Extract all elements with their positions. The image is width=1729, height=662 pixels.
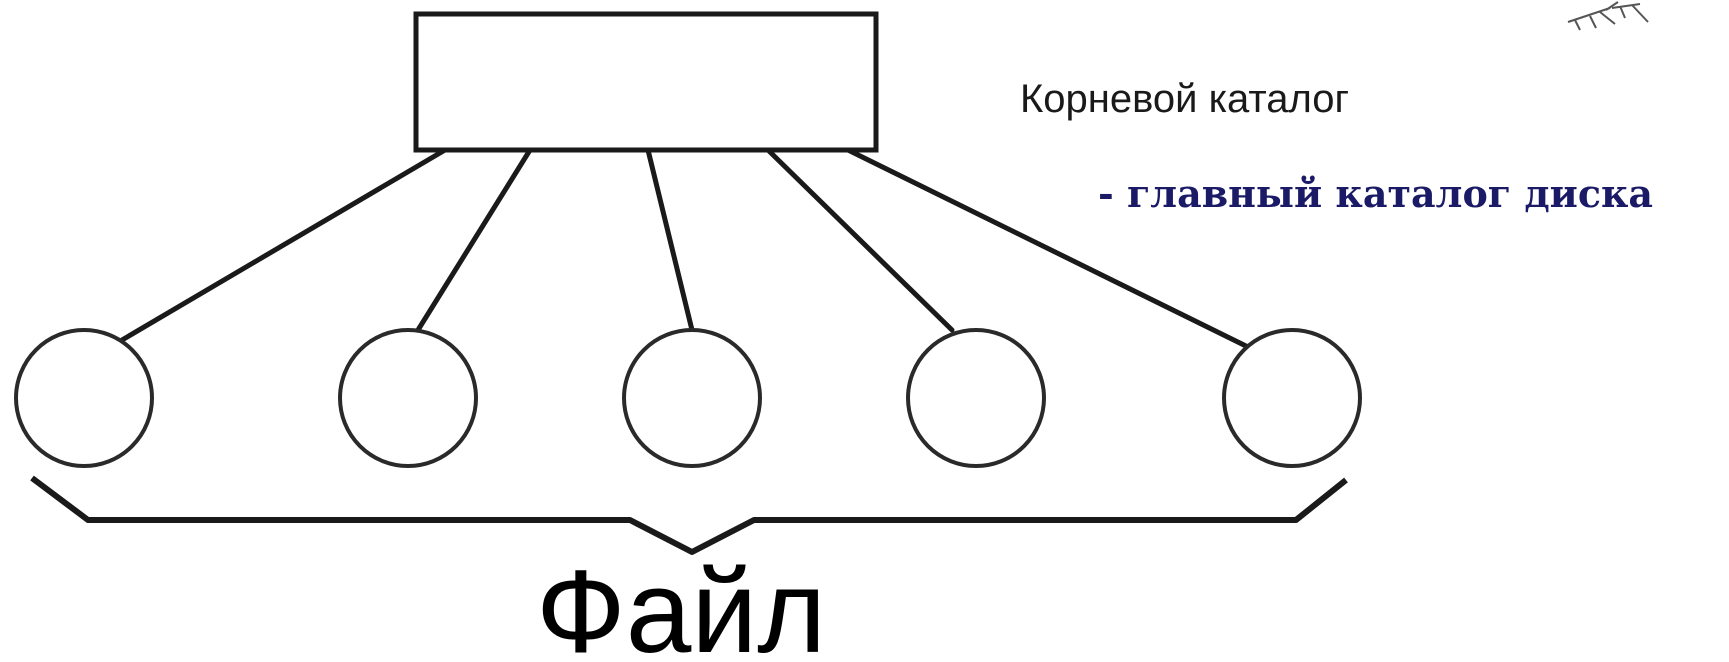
file-label: Файл [536, 546, 826, 662]
connector-line-1 [119, 147, 448, 343]
file-node-3 [622, 328, 762, 468]
snowflake-branch-icon [1567, 1, 1649, 31]
connector-line-4 [765, 147, 955, 333]
connector-line-2 [415, 147, 533, 333]
file-node-2 [338, 328, 478, 468]
root-directory-label: Корневой каталог [1020, 77, 1349, 121]
connector-lines [119, 147, 1251, 350]
connector-line-3 [645, 147, 695, 333]
root-directory-description: - главный каталог диска [1098, 171, 1653, 216]
root-directory-box [413, 11, 879, 153]
file-group-brace [30, 475, 1348, 555]
file-node-4 [906, 328, 1046, 468]
connector-line-5 [845, 147, 1251, 350]
file-node-1 [14, 328, 154, 468]
file-node-5 [1222, 328, 1362, 468]
file-nodes [14, 328, 1362, 468]
